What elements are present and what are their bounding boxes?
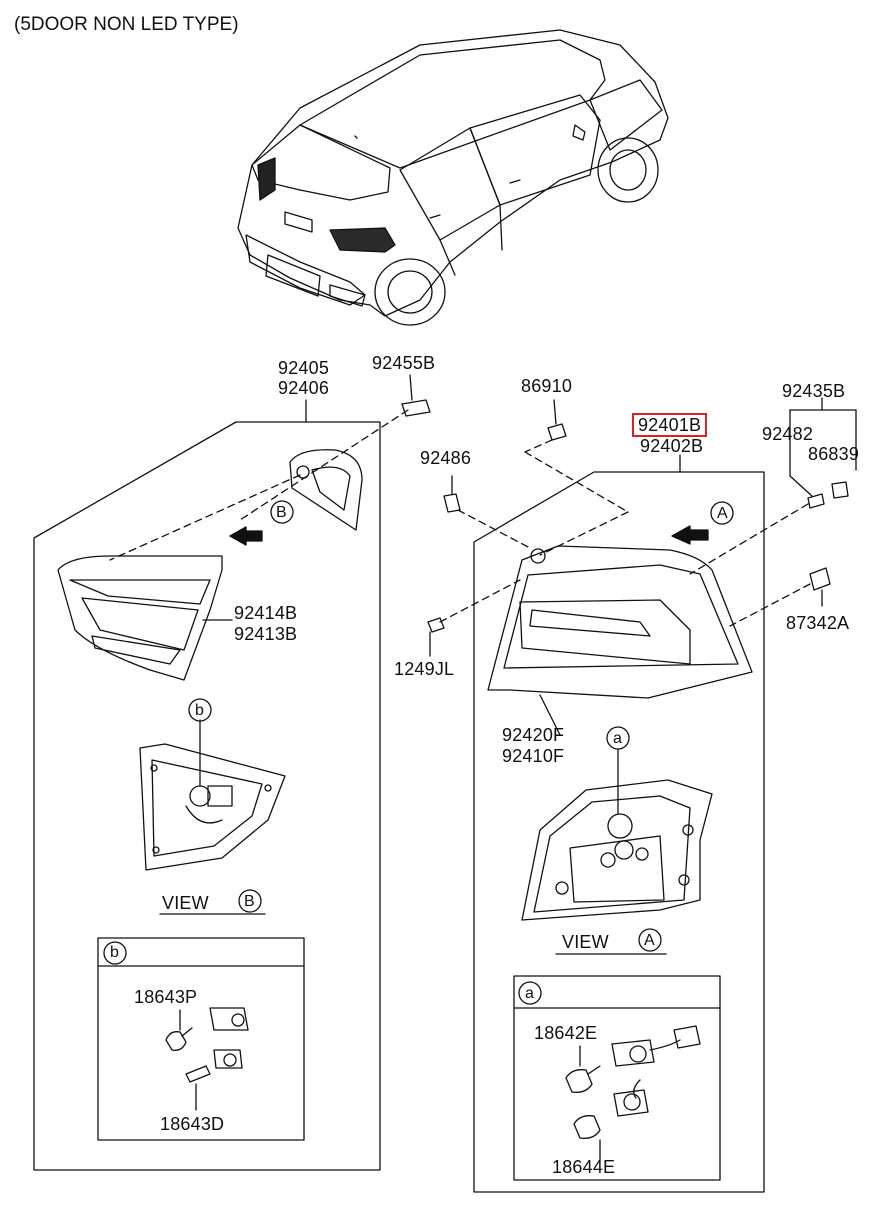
view-b-lamp-icon [139, 719, 286, 871]
part-label-87342a[interactable]: 87342A [786, 613, 850, 633]
part-label-92406[interactable]: 92406 [278, 378, 330, 398]
diagram-subtitle: (5DOOR NON LED TYPE) [14, 14, 239, 35]
part-label-18644e[interactable]: 18644E [552, 1157, 616, 1177]
bracket-92435b-icon [689, 397, 857, 575]
left-lamp-92414b-icon [57, 555, 233, 681]
view-a-callout-circle [606, 726, 630, 750]
part-label-92410f[interactable]: 92410F [502, 746, 565, 766]
left-assembly-frame [33, 421, 381, 1171]
view-b-callout-letter: b [195, 702, 205, 719]
inset-a-bulbs-icon [565, 1025, 701, 1161]
view-b-label: VIEW [162, 893, 209, 913]
view-a-label: VIEW [562, 932, 609, 952]
part-label-92414b[interactable]: 92414B [234, 603, 298, 623]
view-arrow-a-icon [671, 525, 709, 545]
inset-b-letter: b [110, 944, 120, 961]
view-arrow-b-circle [270, 500, 294, 524]
part-label-1249jl[interactable]: 1249JL [394, 659, 455, 679]
view-a-label-circle [638, 928, 662, 952]
grommet-87342a-icon [729, 567, 831, 627]
view-arrow-a-circle [710, 501, 734, 525]
part-label-92402b[interactable]: 92402B [640, 436, 704, 456]
screw-1249jl-icon [427, 579, 521, 657]
inset-a-badge [518, 981, 542, 1005]
view-a-callout-letter: a [613, 730, 623, 747]
inset-a-frame [513, 975, 721, 1181]
view-b-label-circle [238, 889, 262, 913]
bolt-92455b-icon [239, 374, 431, 521]
part-label-92486[interactable]: 92486 [420, 448, 472, 468]
view-b-letter: B [244, 893, 255, 910]
part-label-86839[interactable]: 86839 [808, 444, 860, 464]
view-a-lamp-icon [521, 749, 713, 921]
right-assembly-frame [473, 471, 765, 1193]
part-label-18643d[interactable]: 18643D [160, 1114, 225, 1134]
right-lamp-92420f-icon [487, 545, 753, 736]
view-arrow-a-letter: A [717, 505, 728, 522]
car-illustration [237, 29, 669, 326]
view-b-callout-circle [188, 698, 212, 722]
part-label-92401b-highlighted[interactable]: 92401B [632, 413, 708, 437]
part-label-92482[interactable]: 92482 [762, 424, 814, 444]
part-label-92405[interactable]: 92405 [278, 358, 330, 378]
bracket-92405-icon [109, 449, 363, 561]
inset-b-badge [103, 941, 127, 965]
part-label-92435b[interactable]: 92435B [782, 381, 846, 401]
clip-86910-icon [524, 399, 629, 556]
part-label-92455b[interactable]: 92455B [372, 353, 436, 373]
part-label-18642e[interactable]: 18642E [534, 1023, 598, 1043]
inset-b-frame [97, 937, 305, 1141]
part-label-18643p[interactable]: 18643P [134, 987, 198, 1007]
part-label-86910[interactable]: 86910 [521, 376, 573, 396]
inset-b-bulbs-icon [165, 1007, 249, 1111]
view-arrow-b-icon [229, 526, 263, 546]
nut-92486-icon [443, 475, 531, 549]
view-arrow-b-letter: B [276, 504, 287, 521]
part-label-92413b[interactable]: 92413B [234, 624, 298, 644]
view-a-letter: A [644, 932, 655, 949]
part-label-92420f[interactable]: 92420F [502, 725, 565, 745]
inset-a-letter: a [525, 985, 535, 1002]
